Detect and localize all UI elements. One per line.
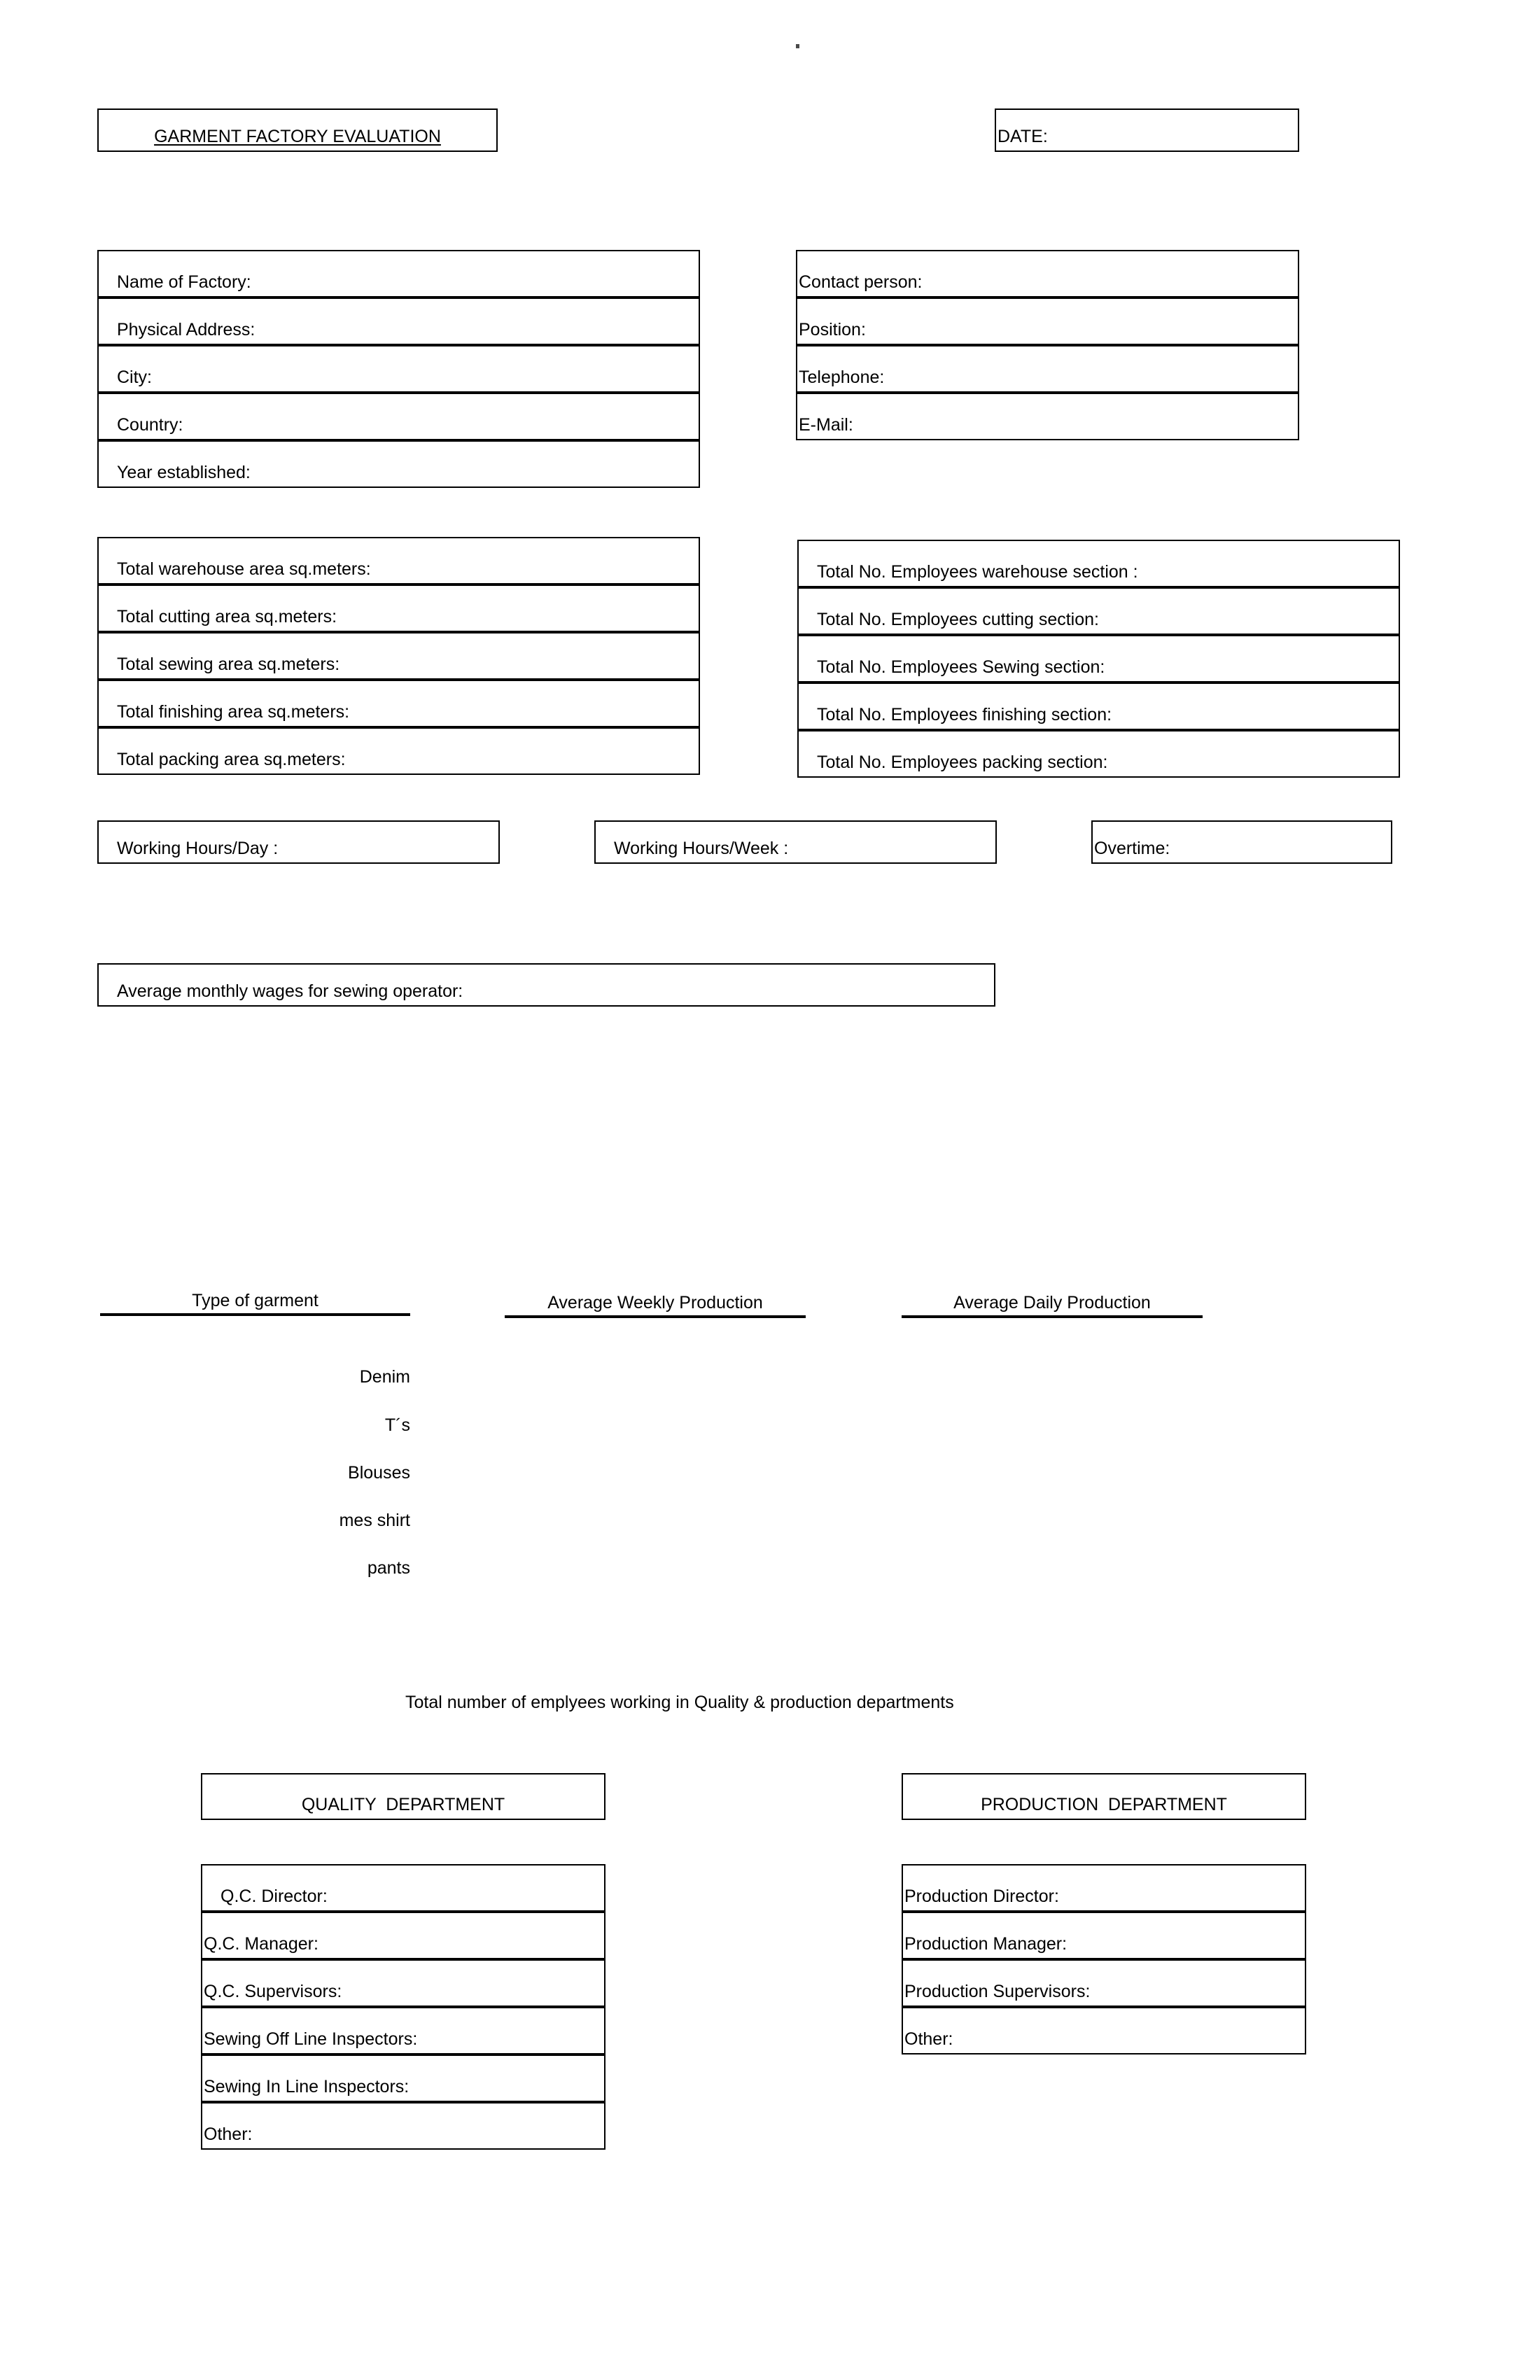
document-title-box: GARMENT FACTORY EVALUATION [97, 108, 498, 152]
column-header-average-daily-production: Average Daily Production [902, 1294, 1203, 1319]
quality-department-header: QUALITY DEPARTMENT [201, 1773, 606, 1820]
field-contact-person[interactable]: Contact person: [796, 250, 1299, 298]
field-physical-address[interactable]: Physical Address: [97, 298, 700, 345]
field-year-established[interactable]: Year established: [97, 440, 700, 488]
field-production-other[interactable]: Other: [902, 2007, 1306, 2054]
field-label: Total sewing area sq.meters: [117, 654, 340, 674]
field-employees-sewing[interactable]: Total No. Employees Sewing section: [797, 635, 1400, 682]
field-label: Sewing In Line Inspectors: [204, 2077, 410, 2096]
field-qc-director[interactable]: Q.C. Director: [201, 1864, 606, 1912]
column-header-average-weekly-production: Average Weekly Production [505, 1294, 806, 1319]
field-label: Total No. Employees Sewing section: [817, 657, 1105, 677]
field-cutting-area[interactable]: Total cutting area sq.meters: [97, 584, 700, 632]
table-row: pants [367, 1558, 410, 1578]
field-working-hours-day[interactable]: Working Hours/Day : [97, 820, 500, 864]
table-row: mes shirt [339, 1511, 410, 1530]
table-row: Denim [359, 1367, 410, 1387]
field-packing-area[interactable]: Total packing area sq.meters: [97, 727, 700, 775]
field-label: Q.C. Manager: [204, 1934, 318, 1954]
field-working-hours-week[interactable]: Working Hours/Week : [594, 820, 997, 864]
field-label: Average monthly wages for sewing operato… [117, 981, 463, 1001]
page-title: GARMENT FACTORY EVALUATION [154, 127, 441, 146]
date-label: DATE: [997, 127, 1048, 146]
field-employees-warehouse[interactable]: Total No. Employees warehouse section : [797, 540, 1400, 587]
field-sewing-in-line-inspectors[interactable]: Sewing In Line Inspectors: [201, 2054, 606, 2102]
field-sewing-off-line-inspectors[interactable]: Sewing Off Line Inspectors: [201, 2007, 606, 2054]
field-label: Total No. Employees finishing section: [817, 705, 1112, 724]
field-label: Year established: [117, 463, 251, 482]
field-label: Total No. Employees cutting section: [817, 610, 1099, 629]
field-label: Production Supervisors: [904, 1982, 1091, 2001]
field-label: Production Manager: [904, 1934, 1068, 1954]
field-city[interactable]: City: [97, 345, 700, 393]
field-label: Other: [204, 2124, 253, 2144]
field-label: Total No. Employees warehouse section : [817, 562, 1138, 582]
field-label: E-Mail: [799, 415, 853, 435]
field-employees-cutting[interactable]: Total No. Employees cutting section: [797, 587, 1400, 635]
field-quality-other[interactable]: Other: [201, 2102, 606, 2150]
field-label: Total cutting area sq.meters: [117, 607, 337, 626]
field-label: Contact person: [799, 272, 923, 292]
field-production-manager[interactable]: Production Manager: [902, 1912, 1306, 1959]
field-finishing-area[interactable]: Total finishing area sq.meters: [97, 680, 700, 727]
field-label: Name of Factory: [117, 272, 251, 292]
field-label: Q.C. Supervisors: [204, 1982, 342, 2001]
field-production-director[interactable]: Production Director: [902, 1864, 1306, 1912]
field-label: Overtime: [1094, 839, 1170, 858]
field-label: Position: [799, 320, 866, 340]
field-label: Other: [904, 2029, 953, 2049]
field-employees-packing[interactable]: Total No. Employees packing section: [797, 730, 1400, 778]
date-field-box[interactable]: DATE: [995, 108, 1299, 152]
field-average-monthly-wages[interactable]: Average monthly wages for sewing operato… [97, 963, 995, 1007]
table-row: Blouses [348, 1463, 410, 1483]
field-warehouse-area[interactable]: Total warehouse area sq.meters: [97, 537, 700, 584]
field-name-of-factory[interactable]: Name of Factory: [97, 250, 700, 298]
field-label: Sewing Off Line Inspectors: [204, 2029, 418, 2049]
field-position[interactable]: Position: [796, 298, 1299, 345]
field-label: Working Hours/Week : [614, 839, 789, 858]
departments-caption: Total number of emplyees working in Qual… [405, 1693, 954, 1712]
field-label: Total No. Employees packing section: [817, 752, 1108, 772]
scan-speck [796, 44, 799, 48]
column-header-type-of-garment: Type of garment [100, 1292, 410, 1317]
field-label: Total warehouse area sq.meters: [117, 559, 371, 579]
field-qc-supervisors[interactable]: Q.C. Supervisors: [201, 1959, 606, 2007]
field-email[interactable]: E-Mail: [796, 393, 1299, 440]
field-sewing-area[interactable]: Total sewing area sq.meters: [97, 632, 700, 680]
field-label: City: [117, 368, 152, 387]
field-telephone[interactable]: Telephone: [796, 345, 1299, 393]
production-department-header-label: PRODUCTION DEPARTMENT [981, 1795, 1227, 1814]
field-label: Telephone: [799, 368, 885, 387]
field-production-supervisors[interactable]: Production Supervisors: [902, 1959, 1306, 2007]
field-employees-finishing[interactable]: Total No. Employees finishing section: [797, 682, 1400, 730]
field-country[interactable]: Country: [97, 393, 700, 440]
table-row: T´s [384, 1415, 410, 1435]
field-label: Total finishing area sq.meters: [117, 702, 350, 722]
field-label: Working Hours/Day : [117, 839, 279, 858]
field-overtime[interactable]: Overtime: [1091, 820, 1392, 864]
field-label: Total packing area sq.meters: [117, 750, 346, 769]
production-department-header: PRODUCTION DEPARTMENT [902, 1773, 1306, 1820]
quality-department-header-label: QUALITY DEPARTMENT [301, 1795, 505, 1814]
field-label: Production Director: [904, 1886, 1059, 1906]
field-label: Physical Address: [117, 320, 255, 340]
field-qc-manager[interactable]: Q.C. Manager: [201, 1912, 606, 1959]
field-label: Country: [117, 415, 183, 435]
field-label: Q.C. Director: [220, 1886, 328, 1906]
